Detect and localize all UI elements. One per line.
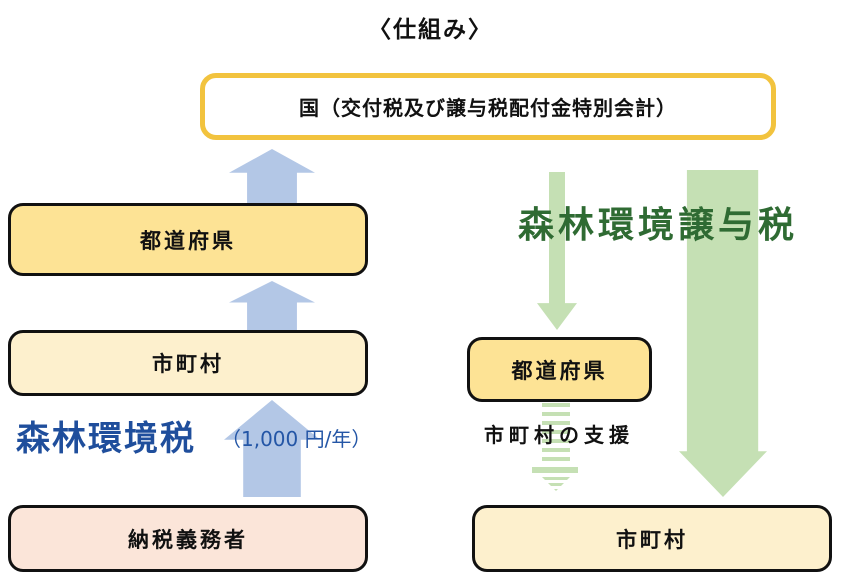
box-prefecture-right-label: 都道府県 [511,358,608,383]
forest-environment-tax-label: 森林環境税 [16,419,196,459]
box-prefecture-right: 都道府県 [467,337,652,402]
box-municipality-right-label: 市町村 [616,527,688,552]
box-national-account: 国（交付税及び譲与税配付金特別会計） [200,73,776,140]
green-dashed-arrow-shaft [542,403,570,465]
municipality-support-label: 市町村の支援 [484,423,634,447]
box-municipality-left-label: 市町村 [152,352,224,376]
box-prefecture-left: 都道府県 [8,203,368,276]
box-municipality-left: 市町村 [8,330,368,396]
box-taxpayer: 納税義務者 [8,505,368,572]
box-taxpayer-label: 納税義務者 [128,527,248,552]
box-municipality-right: 市町村 [472,505,832,572]
forest-environment-tax-amount: （1,000 円/年） [221,427,372,451]
blue-up-arrow-prefecture-to-national [229,149,315,203]
green-dashed-arrow-segment [532,467,578,473]
green-dashed-arrow-head [542,477,570,491]
forest-environment-transfer-tax-label: 森林環境譲与税 [518,205,799,246]
diagram-title: 〈仕組み〉 [368,17,493,43]
box-national-account-label: 国（交付税及び譲与税配付金特別会計） [299,96,677,120]
blue-up-arrow-municipality-to-prefecture [229,281,315,330]
box-prefecture-left-label: 都道府県 [140,228,236,253]
green-down-arrow-national-to-municipality [679,170,767,497]
